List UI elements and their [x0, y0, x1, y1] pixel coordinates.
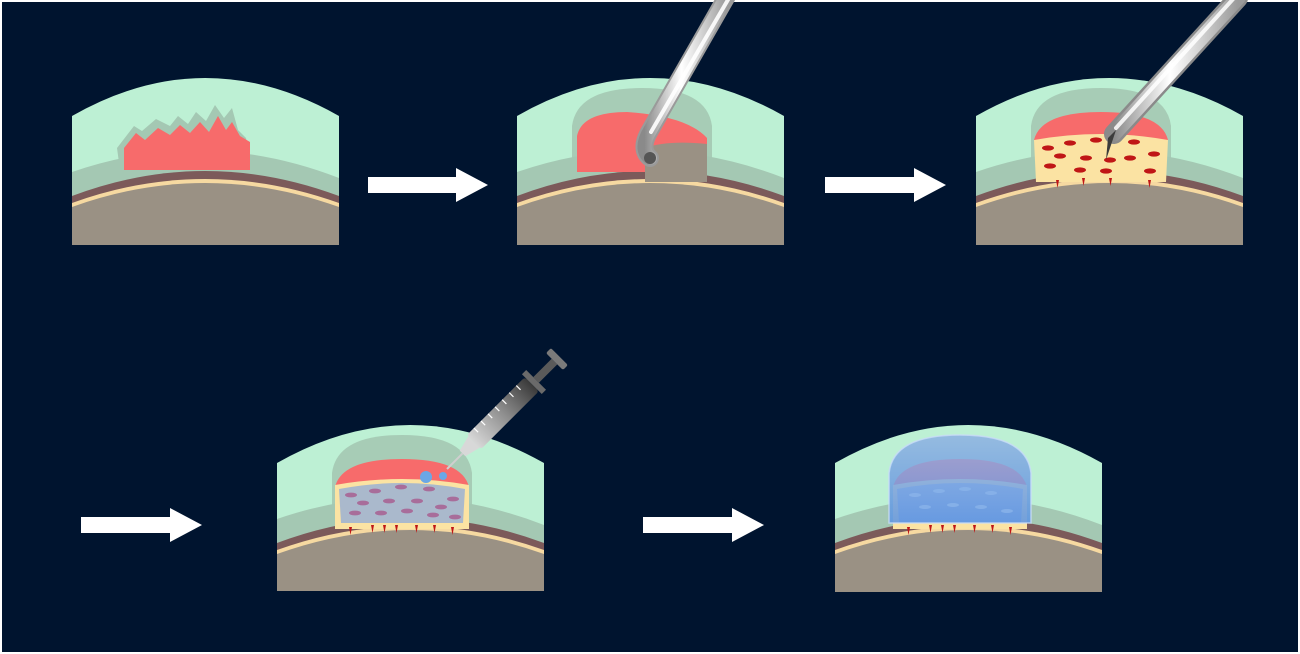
debrided-area — [645, 142, 707, 182]
membrane-texture — [909, 487, 1013, 513]
joint-block — [277, 425, 544, 591]
arrow-1 — [368, 168, 488, 202]
covering-membrane — [888, 434, 1032, 524]
syringe-icon — [446, 348, 568, 470]
arrow-icon — [643, 508, 764, 542]
panel-3 — [976, 0, 1248, 245]
panel-4 — [277, 348, 568, 591]
joint-block — [517, 78, 784, 245]
arrow-icon — [825, 168, 946, 202]
curette-icon — [635, 0, 736, 167]
gel-cells — [345, 484, 461, 520]
joint-block — [835, 425, 1102, 592]
arrow-icon — [368, 168, 488, 202]
panel-1 — [72, 78, 339, 245]
panel-5 — [835, 425, 1102, 592]
microfracture-channels — [349, 525, 454, 535]
awl-icon — [1104, 0, 1248, 160]
microfracture-channels — [1056, 178, 1151, 188]
panel-2 — [517, 0, 784, 245]
microfracture-channels — [907, 525, 1012, 535]
arrow-icon — [81, 508, 202, 542]
cartilage-rim — [335, 459, 469, 487]
cartilage-lesion — [124, 116, 250, 170]
bleeding-dots — [1042, 137, 1160, 174]
injection-droplets — [420, 471, 447, 483]
marrow-clot — [1034, 134, 1168, 182]
arrow-2 — [825, 168, 946, 202]
arrow-4 — [643, 508, 764, 542]
arrow-3 — [81, 508, 202, 542]
